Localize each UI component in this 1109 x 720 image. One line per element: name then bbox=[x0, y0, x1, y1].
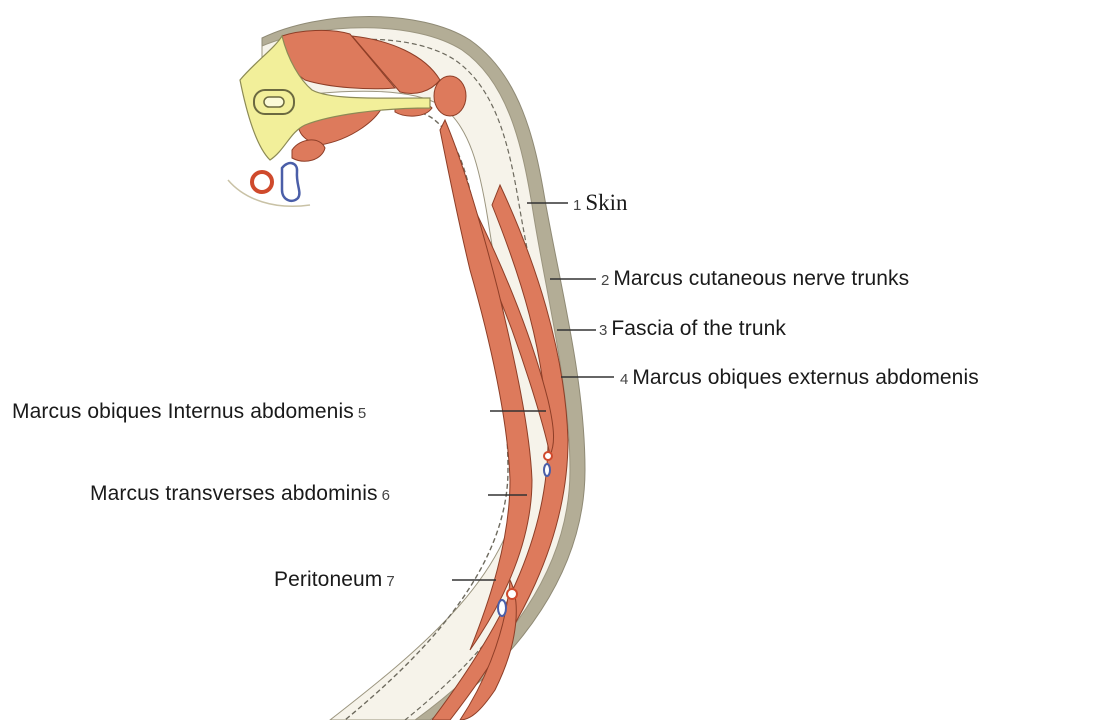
artery-bundle-1 bbox=[544, 452, 552, 460]
label-fascia: 3 Fascia of the trunk bbox=[599, 317, 786, 341]
muscle-knot bbox=[434, 76, 466, 116]
label-number: 7 bbox=[386, 573, 394, 590]
label-internal-oblique: Marcus obiques Internus abdomenis 5 bbox=[12, 400, 366, 424]
label-text: Fascia of the trunk bbox=[611, 317, 786, 340]
vertebral-canal bbox=[264, 97, 284, 107]
label-external-oblique: 4 Marcus obiques externus abdomenis bbox=[620, 366, 979, 390]
label-number: 4 bbox=[620, 371, 628, 388]
label-transversus: Marcus transverses abdominis 6 bbox=[90, 482, 390, 506]
vein-bundle-1 bbox=[544, 464, 550, 476]
vein-bundle-2 bbox=[498, 600, 506, 616]
label-cutaneous-nerve: 2 Marcus cutaneous nerve trunks bbox=[601, 267, 909, 291]
label-number: 1 bbox=[573, 197, 581, 214]
label-number: 2 bbox=[601, 272, 609, 289]
label-text: Peritoneum bbox=[274, 568, 382, 591]
label-text: Marcus obiques externus abdomenis bbox=[632, 366, 979, 389]
label-text: Marcus obiques Internus abdomenis bbox=[12, 400, 354, 423]
artery-bundle-2 bbox=[507, 589, 517, 599]
label-skin: 1 Skin bbox=[573, 190, 628, 216]
label-text: Marcus transverses abdominis bbox=[90, 482, 378, 505]
label-number: 6 bbox=[382, 487, 390, 504]
label-peritoneum: Peritoneum 7 bbox=[274, 568, 395, 592]
label-text: Marcus cutaneous nerve trunks bbox=[613, 267, 909, 290]
label-text: Skin bbox=[585, 190, 627, 215]
aorta bbox=[252, 172, 272, 192]
psoas-muscle bbox=[292, 140, 325, 161]
label-number: 3 bbox=[599, 322, 607, 339]
vena-cava bbox=[282, 163, 299, 201]
label-number: 5 bbox=[358, 405, 366, 422]
